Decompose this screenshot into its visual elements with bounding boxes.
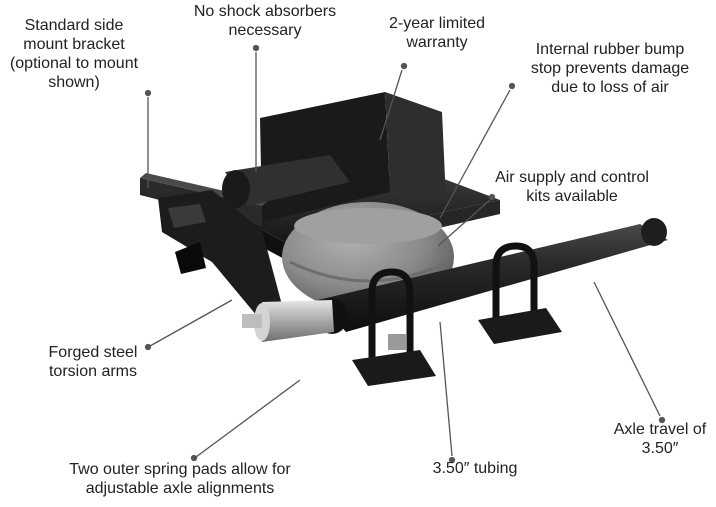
callout-axle-travel: Axle travel of 3.50″ bbox=[613, 421, 707, 457]
leader-dot-torsion-arms bbox=[144, 343, 152, 351]
leader-dot-air-supply bbox=[488, 193, 496, 201]
leader-air-supply bbox=[437, 199, 491, 247]
callout-torsion-arms: Forged steel torsion arms bbox=[48, 344, 138, 380]
leader-dot-no-shock-absorbers bbox=[252, 44, 260, 52]
leader-warranty bbox=[379, 69, 403, 141]
callout-no-shock-absorbers: No shock absorbers necessary bbox=[193, 3, 337, 39]
spindle bbox=[242, 300, 334, 342]
callout-side-mount-bracket: Standard side mount bracket (optional to… bbox=[9, 17, 139, 91]
leader-spring-pads bbox=[195, 379, 301, 458]
leader-dot-warranty bbox=[400, 62, 408, 70]
left-spring-pad bbox=[352, 268, 436, 386]
callout-spring-pads: Two outer spring pads allow for adjustab… bbox=[69, 461, 291, 497]
leader-dot-bump-stop bbox=[508, 82, 516, 90]
callout-air-supply: Air supply and control kits available bbox=[495, 169, 649, 205]
leader-bump-stop bbox=[439, 89, 511, 219]
right-spring-pad bbox=[478, 242, 562, 344]
leader-tubing bbox=[439, 321, 453, 457]
leader-dot-tubing bbox=[448, 456, 456, 464]
torsion-arm bbox=[158, 190, 282, 322]
leader-axle-travel bbox=[593, 281, 661, 417]
callout-warranty: 2-year limited warranty bbox=[388, 15, 486, 51]
callout-bump-stop: Internal rubber bump stop prevents damag… bbox=[530, 41, 690, 96]
leader-dot-side-mount-bracket bbox=[144, 89, 152, 97]
leader-dot-axle-travel bbox=[658, 416, 666, 424]
callout-tubing: 3.50″ tubing bbox=[432, 460, 518, 477]
leader-torsion-arms bbox=[149, 299, 233, 347]
leader-dot-spring-pads bbox=[190, 454, 198, 462]
leader-lines bbox=[144, 44, 666, 464]
